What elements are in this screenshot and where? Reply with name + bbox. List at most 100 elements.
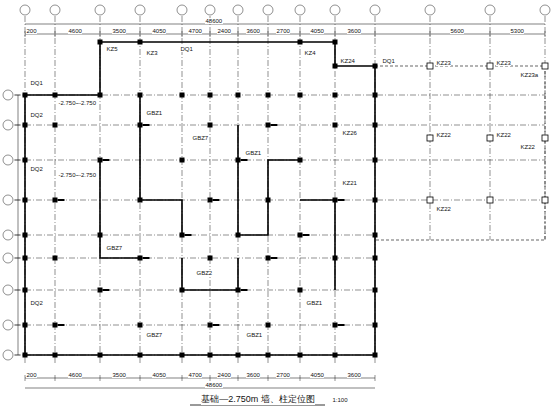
axis-line (182, 16, 183, 365)
column-section (98, 40, 103, 45)
wall-stub (338, 324, 345, 326)
component-label: GBZ2 (196, 270, 213, 276)
column-section (208, 198, 213, 203)
component-label: DQ1 (382, 58, 395, 64)
axis-end (267, 369, 268, 370)
component-label: DQ1 (30, 80, 43, 86)
column-section (138, 123, 143, 128)
axis-line (14, 235, 375, 236)
column-section (373, 198, 378, 203)
column-section (266, 198, 271, 203)
column-section (298, 158, 303, 163)
dimension-text: 3600 (347, 28, 361, 34)
dimension-text: 4600 (68, 28, 82, 34)
dimension-text: 4600 (68, 372, 82, 378)
axis-bubble (425, 5, 435, 15)
column-section (23, 353, 28, 358)
axis-bubble (95, 5, 105, 15)
wall-stub (143, 124, 150, 126)
component-label: 1:100 (332, 397, 348, 403)
dimension-text: 4050 (310, 28, 324, 34)
component-label: DQ2 (30, 300, 43, 306)
column-outline (542, 135, 548, 141)
column-section (23, 93, 28, 98)
axis-end (209, 369, 210, 370)
wall-stub (338, 199, 345, 201)
component-label: GBZ7 (106, 245, 123, 251)
axis-end (181, 369, 182, 370)
column-section (138, 353, 143, 358)
component-label: KZ23a (520, 72, 539, 78)
component-label: KZ23 (436, 60, 451, 66)
wall-stub (213, 324, 220, 326)
column-section (180, 288, 185, 293)
dimension-text: 3600 (246, 372, 260, 378)
axis-bubble (540, 5, 550, 15)
dimension-text: 3500 (112, 372, 126, 378)
dimension-text: 2400 (217, 372, 231, 378)
axis-line (14, 125, 545, 126)
dimension-text: 3600 (246, 28, 260, 34)
dimension-text: 4700 (188, 372, 202, 378)
axis-bubble (3, 90, 13, 100)
column-section (53, 198, 58, 203)
column-section (208, 123, 213, 128)
column-section (208, 323, 213, 328)
component-label: KZ26 (342, 130, 357, 136)
column-section (333, 256, 338, 261)
column-section (53, 123, 58, 128)
dimension-text: 2700 (276, 28, 290, 34)
dimension-text: 4050 (152, 372, 166, 378)
dimension-text: 48600 (205, 18, 223, 24)
column-section (53, 323, 58, 328)
dimension-text: 2400 (217, 28, 231, 34)
axis-bubble (485, 5, 495, 15)
column-outline (542, 197, 548, 203)
column-section (236, 288, 241, 293)
dimension-text: 5300 (510, 28, 524, 34)
column-section (373, 123, 378, 128)
dimension-text: 48600 (205, 382, 223, 388)
axis-line (14, 258, 375, 259)
component-label: KZ23 (496, 60, 511, 66)
column-section (236, 353, 241, 358)
column-section (138, 93, 143, 98)
wall-stub (271, 257, 278, 259)
component-label: GBZ1 (306, 300, 323, 306)
column-section (266, 256, 271, 261)
component-label: DQ2 (30, 166, 43, 172)
component-label: -2.750~-2.750 (58, 172, 97, 178)
column-section (373, 64, 378, 69)
axis-bubble (3, 155, 13, 165)
component-label: KZ4 (304, 50, 316, 56)
column-section (53, 256, 58, 261)
axis-bubble (3, 285, 13, 295)
component-label: KZ22 (436, 206, 451, 212)
dimension-text: 200 (26, 372, 37, 378)
column-section (98, 288, 103, 293)
column-outline (542, 63, 548, 69)
axis-bubble (295, 5, 305, 15)
dimension-text: 5600 (450, 28, 464, 34)
dimension-text: 4050 (152, 28, 166, 34)
component-label: KZ24 (340, 58, 355, 64)
component-label: DQ2 (30, 112, 43, 118)
axis-bubble (205, 5, 215, 15)
wall-stub (58, 199, 65, 201)
dimension-text: 200 (26, 28, 37, 34)
dimension-text: 3600 (347, 372, 361, 378)
dimension-text: 2700 (276, 372, 290, 378)
wall-stub (143, 257, 150, 259)
wall-stub (103, 289, 110, 291)
axis-bubble (263, 5, 273, 15)
column-section (333, 40, 338, 45)
column-section (373, 288, 378, 293)
axis-line (210, 16, 211, 365)
column-section (23, 288, 28, 293)
axis-end (374, 369, 375, 370)
column-section (23, 256, 28, 261)
drawing-title: 基础—2.750m 墙、柱定位图 (201, 395, 315, 405)
axis-line (55, 16, 56, 365)
column-section (98, 93, 103, 98)
